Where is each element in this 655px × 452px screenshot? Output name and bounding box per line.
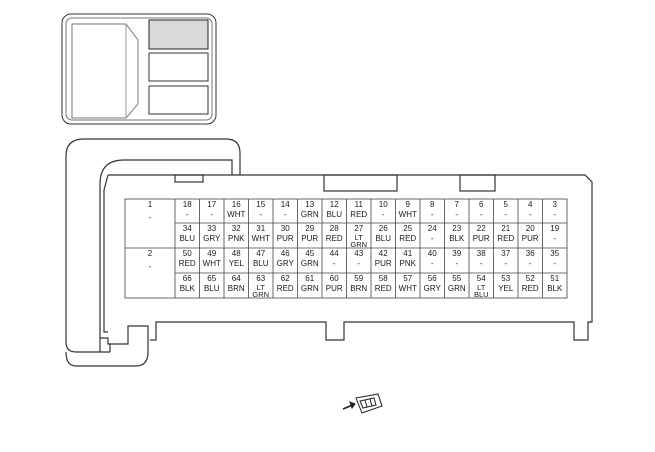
highlighted-connector-position — [148, 19, 209, 50]
connector-housing — [65, 138, 593, 367]
pin-grid-lines — [124, 198, 568, 299]
terminal-side-view-icon — [342, 393, 383, 414]
connector-locator-icon — [61, 13, 217, 125]
